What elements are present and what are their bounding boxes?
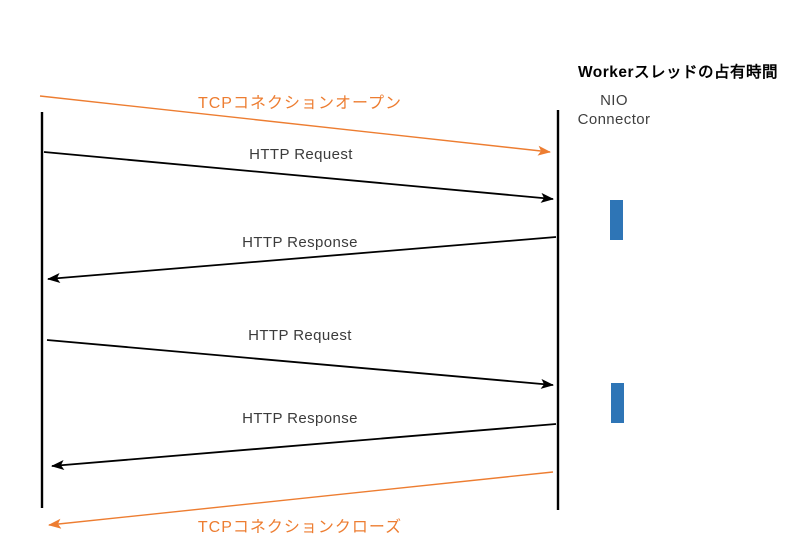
worker-occupancy-bar-1 xyxy=(610,200,623,240)
tcp-open-arrow xyxy=(39,95,551,156)
http-request-arrow-1 xyxy=(43,151,554,203)
http-request-arrow-2 xyxy=(46,339,554,389)
tcp-open-label: TCPコネクションオープン xyxy=(197,95,403,112)
worker-thread-occupancy-title: Workerスレッドの占有時間 xyxy=(577,64,779,81)
tcp-close-arrow xyxy=(48,471,554,529)
nio-connector-label: NIO Connector xyxy=(578,91,651,129)
http-response-arrow-2 xyxy=(51,423,557,470)
http-request-label-2: HTTP Request xyxy=(248,327,352,344)
http-response-label-1: HTTP Response xyxy=(242,234,358,251)
http-response-arrow-1 xyxy=(47,236,557,283)
worker-occupancy-bar-2 xyxy=(611,383,624,423)
nio-connector-line2: Connector xyxy=(577,111,651,128)
http-request-label-1: HTTP Request xyxy=(249,146,353,163)
nio-connector-line1: NIO xyxy=(600,92,628,109)
tcp-close-label: TCPコネクションクローズ xyxy=(197,519,403,536)
http-response-label-2: HTTP Response xyxy=(242,410,358,427)
